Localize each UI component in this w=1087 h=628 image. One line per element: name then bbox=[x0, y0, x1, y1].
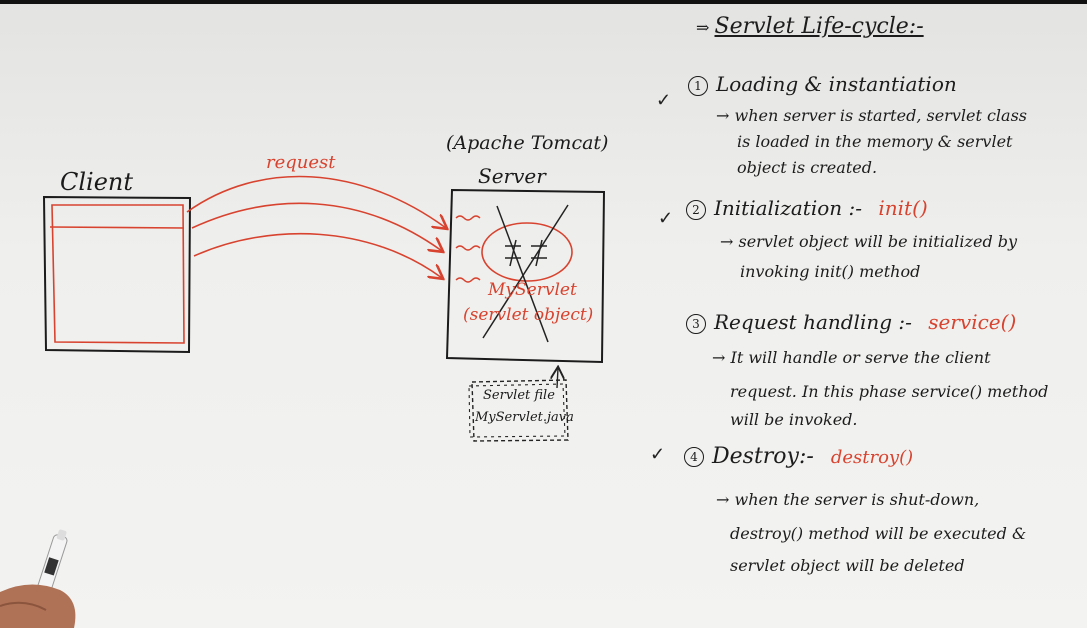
step-4-line-3: servlet object will be deleted bbox=[730, 556, 965, 575]
step-3-line-1: → It will handle or serve the client bbox=[712, 348, 991, 367]
check-icon: ✓ bbox=[656, 90, 672, 111]
step-heading-text: Destroy:- bbox=[712, 444, 814, 469]
server-label: Server bbox=[478, 164, 546, 188]
servlet-object-label: (servlet object) bbox=[463, 305, 594, 325]
notes-title-text: Servlet Life-cycle:- bbox=[714, 14, 924, 39]
step-1-line-1: → when server is started, servlet class bbox=[716, 106, 1027, 125]
client-label: Client bbox=[60, 168, 134, 196]
step-heading-text: Request handling :- bbox=[714, 310, 912, 334]
step-1-line-3: object is created. bbox=[737, 158, 878, 177]
step-1-line-2: is loaded in the memory & servlet bbox=[737, 132, 1013, 151]
method-label: service() bbox=[928, 310, 1017, 334]
method-label: init() bbox=[878, 196, 928, 220]
step-3-line-3: will be invoked. bbox=[730, 410, 858, 429]
servlet-file-label: Servlet file bbox=[483, 388, 555, 403]
step-2-heading: 2 Initialization :- init() bbox=[686, 196, 928, 220]
servlet-name: MyServlet bbox=[488, 280, 577, 300]
server-caption: (Apache Tomcat) bbox=[446, 132, 609, 154]
step-4-line-2: destroy() method will be executed & bbox=[730, 524, 1027, 543]
step-heading-text: Loading & instantiation bbox=[716, 72, 957, 96]
check-icon: ✓ bbox=[658, 208, 674, 229]
check-icon: ✓ bbox=[650, 444, 666, 465]
step-line-text: when server is started, servlet class bbox=[734, 106, 1028, 125]
step-2-line-1: → servlet object will be initialized by bbox=[720, 232, 1017, 251]
notes-title: ⇒ Servlet Life-cycle:- bbox=[696, 14, 924, 39]
step-3-line-2: request. In this phase service() method bbox=[730, 382, 1049, 401]
step-4-line-1: → when the server is shut-down, bbox=[716, 490, 979, 509]
arrow-icon: → bbox=[720, 232, 739, 251]
step-line-text: It will handle or serve the client bbox=[730, 348, 991, 367]
hand-with-marker bbox=[0, 529, 76, 628]
step-2-line-2: invoking init() method bbox=[740, 262, 921, 281]
servlet-file-name: MyServlet.java bbox=[475, 410, 574, 425]
step-4-heading: 4 Destroy:- destroy() bbox=[684, 444, 913, 469]
step-number: 3 bbox=[686, 313, 706, 334]
step-heading-text: Initialization :- bbox=[714, 196, 862, 220]
server-box bbox=[445, 188, 606, 364]
request-arrows bbox=[186, 175, 446, 278]
arrow-icon: → bbox=[712, 348, 731, 367]
step-line-text: servlet object will be initialized by bbox=[738, 232, 1018, 251]
arrow-icon: ⇒ bbox=[696, 18, 715, 37]
step-number: 2 bbox=[686, 199, 706, 220]
servlet-file-box bbox=[468, 368, 569, 442]
step-1-heading: 1 Loading & instantiation bbox=[688, 72, 957, 96]
top-border bbox=[0, 0, 1087, 4]
step-3-heading: 3 Request handling :- service() bbox=[686, 310, 1016, 334]
step-number: 4 bbox=[684, 447, 704, 467]
client-box bbox=[42, 195, 192, 354]
method-label: destroy() bbox=[830, 447, 914, 468]
step-line-text: when the server is shut-down, bbox=[734, 490, 980, 509]
step-number: 1 bbox=[688, 75, 708, 96]
arrow-icon: → bbox=[716, 490, 735, 509]
request-label: request bbox=[266, 152, 336, 173]
arrow-icon: → bbox=[716, 106, 735, 125]
